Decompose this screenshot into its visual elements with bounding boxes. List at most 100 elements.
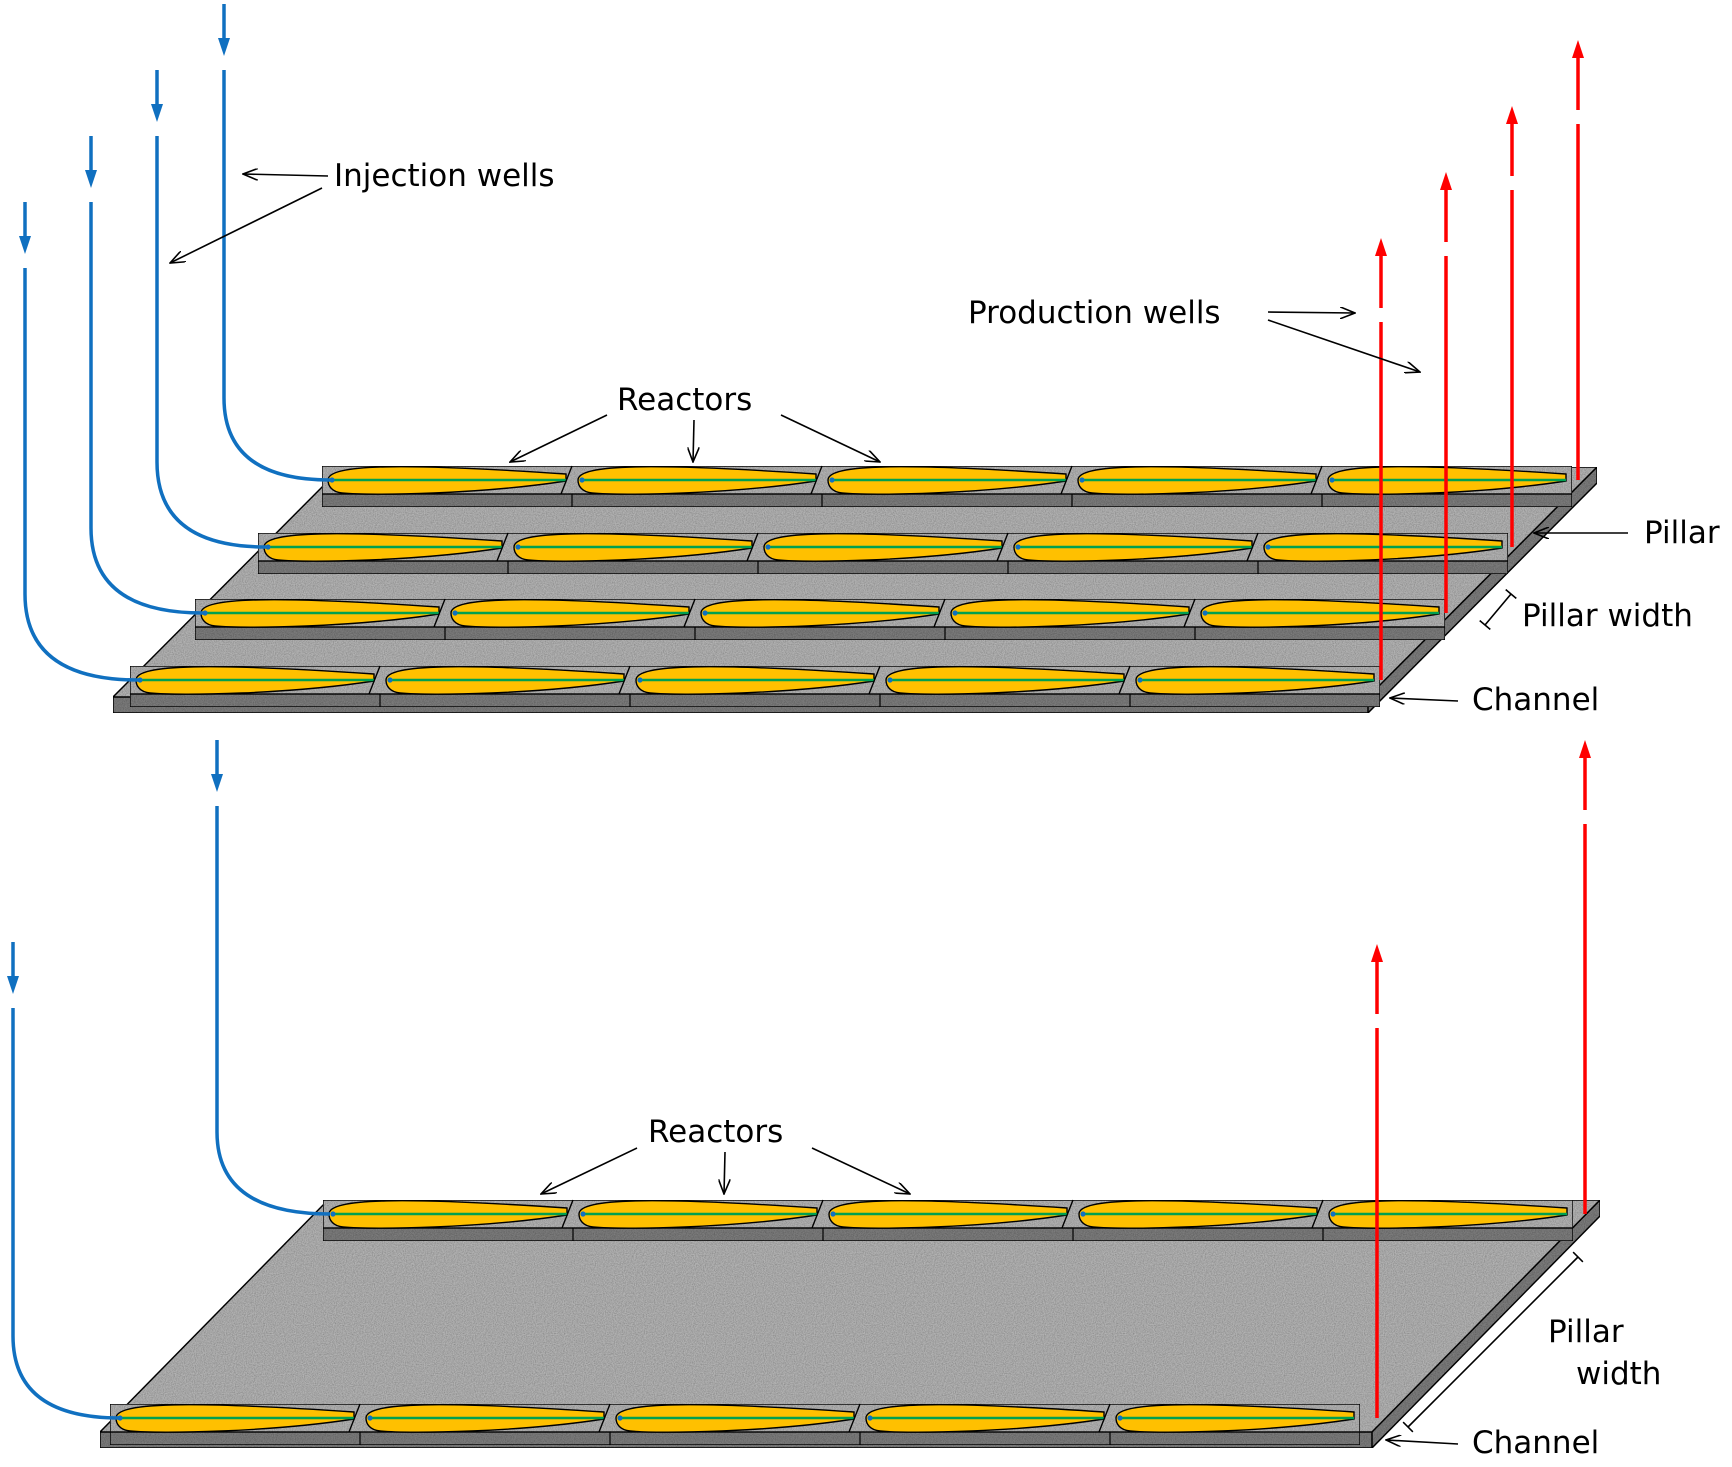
reactors-leader-top-3 bbox=[780, 414, 880, 462]
channel-row bbox=[322, 1199, 1574, 1242]
ignition-point bbox=[387, 677, 393, 683]
ignition-point bbox=[830, 1211, 836, 1217]
injection-well bbox=[19, 202, 139, 682]
pillar-width-label-top: Pillar width bbox=[1522, 598, 1693, 634]
reactors-leader-top-2 bbox=[693, 419, 694, 462]
injection-wells-label: Injection wells bbox=[334, 158, 555, 194]
channel-segment-divider bbox=[1311, 1199, 1324, 1229]
channel-leader-bottom bbox=[1386, 1440, 1459, 1444]
injection-well bbox=[7, 942, 121, 1420]
channel-segment-divider bbox=[1183, 598, 1196, 628]
ignition-point bbox=[887, 677, 893, 683]
channel-row bbox=[257, 532, 1509, 575]
ignition-point bbox=[1079, 477, 1085, 483]
arrow-down-icon bbox=[19, 236, 31, 254]
channel-segment-divider bbox=[348, 1403, 361, 1433]
channel-edge bbox=[321, 493, 1573, 508]
channel-segment-divider bbox=[811, 1199, 824, 1229]
injection-pipe bbox=[11, 1008, 121, 1420]
arrow-down-icon bbox=[218, 38, 230, 56]
production-wells-label: Production wells bbox=[968, 295, 1221, 331]
channel-segment-divider bbox=[433, 598, 446, 628]
channel-row bbox=[194, 598, 1446, 641]
channel-segment-divider bbox=[1310, 465, 1323, 495]
injection-pipe bbox=[222, 70, 331, 482]
reactors-leader-bottom-1 bbox=[541, 1147, 638, 1194]
ignition-point bbox=[1202, 610, 1208, 616]
ignition-point bbox=[330, 1211, 336, 1217]
injection-well bbox=[211, 740, 331, 1216]
reactors-label-bottom: Reactors bbox=[648, 1114, 783, 1150]
reactors-leader-bottom-3 bbox=[811, 1147, 910, 1194]
ignition-point bbox=[1117, 1415, 1123, 1421]
ignition-point bbox=[702, 610, 708, 616]
ignition-point bbox=[329, 477, 335, 483]
ignition-point bbox=[580, 1211, 586, 1217]
production-well bbox=[1375, 238, 1387, 680]
channel-segment-divider bbox=[996, 532, 1009, 562]
reactors-label-top: Reactors bbox=[617, 382, 752, 418]
injection-pipe bbox=[89, 202, 204, 615]
channel-row bbox=[321, 465, 1573, 508]
ignition-point bbox=[515, 544, 521, 550]
channel-segment-divider bbox=[368, 665, 381, 695]
injection-well bbox=[218, 4, 331, 482]
production-well bbox=[1371, 944, 1383, 1418]
injection-pipe bbox=[215, 806, 331, 1216]
reactors-leader-bottom-2 bbox=[724, 1151, 725, 1194]
channel-leader-top bbox=[1390, 698, 1459, 701]
channel-edge bbox=[257, 560, 1509, 575]
production-well bbox=[1572, 40, 1584, 480]
ignition-point bbox=[829, 477, 835, 483]
injection-leader-2 bbox=[170, 187, 323, 263]
channel-row bbox=[109, 1403, 1361, 1446]
ignition-point bbox=[137, 677, 143, 683]
channel-edge bbox=[129, 693, 1381, 708]
pillar-width-dimension-bottom bbox=[1402, 1251, 1584, 1433]
channel-label-top: Channel bbox=[1472, 682, 1599, 718]
channel-segment-divider bbox=[848, 1403, 861, 1433]
injection-well bbox=[85, 136, 204, 615]
ignition-point bbox=[1265, 544, 1271, 550]
channel-segment-divider bbox=[810, 465, 823, 495]
ignition-point bbox=[1330, 1211, 1336, 1217]
channel-segment-divider bbox=[496, 532, 509, 562]
channel-segment-divider bbox=[683, 598, 696, 628]
arrow-up-icon bbox=[1572, 40, 1584, 58]
ignition-point bbox=[579, 477, 585, 483]
ignition-point bbox=[1329, 477, 1335, 483]
pillar-width-label-bottom-1: Pillar bbox=[1548, 1314, 1624, 1350]
channel-segment-divider bbox=[1060, 465, 1073, 495]
ignition-point bbox=[1015, 544, 1021, 550]
channel-edge bbox=[194, 626, 1446, 641]
injection-pipe bbox=[155, 136, 267, 549]
channel-segment-divider bbox=[933, 598, 946, 628]
arrow-up-icon bbox=[1375, 238, 1387, 256]
ignition-point bbox=[765, 544, 771, 550]
ignition-point bbox=[367, 1415, 373, 1421]
injection-well bbox=[151, 70, 267, 549]
arrow-up-icon bbox=[1371, 944, 1383, 962]
arrow-down-icon bbox=[85, 170, 97, 188]
ignition-point bbox=[637, 677, 643, 683]
channel-segment-divider bbox=[1098, 1403, 1111, 1433]
arrow-up-icon bbox=[1440, 172, 1452, 190]
arrow-down-icon bbox=[211, 774, 223, 792]
channel-segment-divider bbox=[746, 532, 759, 562]
channel-label-bottom: Channel bbox=[1472, 1425, 1599, 1461]
reactors-leader-top-1 bbox=[510, 414, 608, 462]
ignition-point bbox=[952, 610, 958, 616]
pillar-width-dimension-top bbox=[1479, 588, 1517, 631]
ignition-point bbox=[617, 1415, 623, 1421]
injection-pipe bbox=[23, 268, 139, 682]
arrow-down-icon bbox=[151, 104, 163, 122]
ignition-point bbox=[1080, 1211, 1086, 1217]
ignition-point bbox=[1137, 677, 1143, 683]
channel-row bbox=[129, 665, 1381, 708]
channel-segment-divider bbox=[561, 1199, 574, 1229]
ignition-point bbox=[452, 610, 458, 616]
production-leader-2 bbox=[1267, 319, 1420, 372]
channel-segment-divider bbox=[868, 665, 881, 695]
arrow-down-icon bbox=[7, 976, 19, 994]
